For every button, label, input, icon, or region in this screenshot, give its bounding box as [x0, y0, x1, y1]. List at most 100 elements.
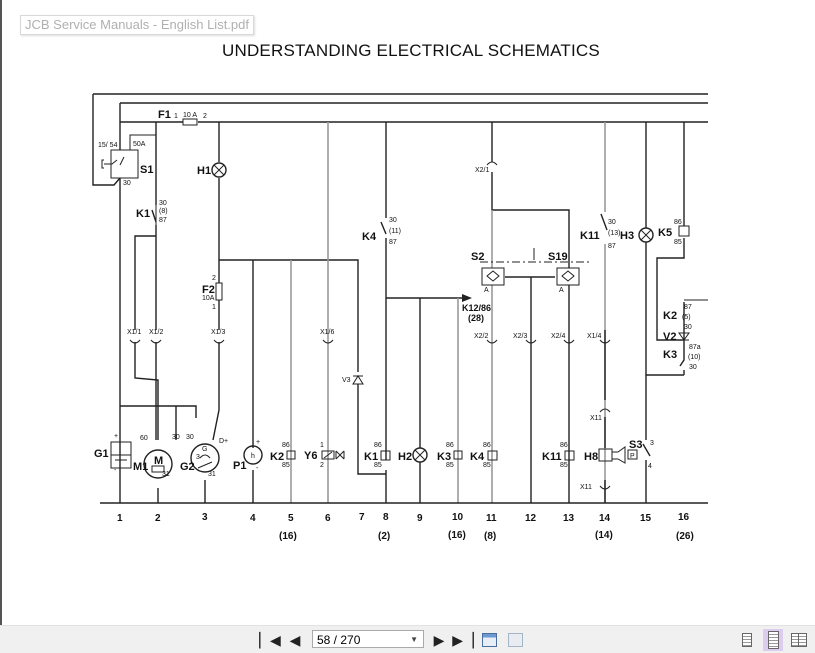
single-page-view-icon [742, 633, 752, 647]
first-page-icon: ▏◀ [259, 631, 281, 648]
column-numbers: 1 2 3 4 5 6 7 8 9 10 11 12 13 14 15 16 (… [117, 512, 694, 542]
column-reference: (8) [484, 531, 496, 542]
column-number: 1 [117, 513, 123, 524]
pin: 86 [674, 219, 682, 226]
label-k3: K3 [663, 349, 677, 361]
single-page-view-button[interactable] [739, 631, 755, 649]
next-page-icon: ▶ [433, 631, 445, 648]
pin: 4 [648, 463, 652, 470]
label-k5: K5 [658, 227, 672, 239]
pin: 2 [212, 275, 216, 282]
column-reference: (14) [595, 530, 613, 541]
pin: 60 [140, 435, 148, 442]
pin: 30 [159, 200, 167, 207]
pdf-toolbar: ▏◀ ◀ 58 / 270 ▼ ▶ ▶▕ [0, 625, 815, 653]
label-y6: Y6 [304, 450, 317, 462]
fuse-f1 [182, 118, 198, 126]
connector-label: X2/2 [474, 333, 489, 340]
pin: 3 [196, 454, 200, 461]
label-g1: G1 [94, 448, 109, 460]
column-number: 15 [640, 513, 652, 524]
column-number: 13 [563, 513, 575, 524]
two-page-view-icon [791, 633, 807, 647]
fit-width-icon [507, 633, 523, 647]
electrical-schematic: F1 S1 H1 K1 K4 S2 S19 K11 H3 K5 K2 V2 K3… [92, 93, 708, 542]
previous-page-icon: ◀ [289, 631, 301, 648]
label-k4: K4 [362, 231, 377, 243]
page-number-value: 58 / 270 [317, 633, 361, 647]
page-number-dropdown[interactable]: 58 / 270 ▼ [312, 630, 424, 648]
pin: + [256, 439, 260, 446]
pin: 30 [123, 180, 131, 187]
continuous-view-button[interactable] [763, 629, 783, 651]
page-title: UNDERSTANDING ELECTRICAL SCHEMATICS [222, 41, 600, 60]
connector-label: X1/4 [587, 333, 602, 340]
connector-label: X1/6 [320, 329, 335, 336]
column-number: 3 [202, 512, 208, 523]
label-p1: P1 [233, 460, 246, 472]
label-k4-coil: K4 [470, 451, 485, 463]
column-number: 4 [250, 513, 256, 524]
next-page-button[interactable]: ▶ [432, 631, 446, 649]
pin: 86 [374, 442, 382, 449]
label-k11-coil: K11 [542, 451, 562, 463]
connector-label: X1/3 [211, 329, 226, 336]
last-page-button[interactable]: ▶▕ [452, 631, 474, 649]
pin: 2 [203, 113, 207, 120]
pin: A [484, 287, 489, 294]
pin: 86 [282, 442, 290, 449]
ignition-switch-s1 [110, 149, 139, 179]
last-page-icon: ▶▕ [452, 631, 474, 648]
connector-label: X2/3 [513, 333, 528, 340]
connector-label: X11 [590, 415, 602, 422]
pin: 10 A [183, 112, 197, 119]
two-page-view-button[interactable] [789, 631, 809, 649]
pin: (11) [389, 228, 401, 235]
pin: 30 [389, 217, 397, 224]
fuse-f2 [215, 282, 223, 301]
pin: (10) [688, 354, 700, 361]
column-number: 10 [452, 512, 464, 523]
pin: 1 [174, 113, 178, 120]
connector-label: X11 [580, 484, 592, 491]
label-m1: M1 [133, 461, 148, 473]
first-page-button[interactable]: ▏◀ [259, 631, 281, 649]
wiring [92, 93, 708, 504]
fit-width-button[interactable] [506, 631, 524, 649]
label-h2: H2 [398, 451, 412, 463]
label-h1: H1 [197, 165, 211, 177]
connector-label: X2/4 [551, 333, 566, 340]
k12-page-ref: (28) [468, 313, 484, 323]
pin: M [154, 455, 163, 467]
column-number: 16 [678, 512, 690, 523]
pin: 2 [320, 462, 324, 469]
continuous-view-icon [767, 631, 779, 649]
fit-page-icon [481, 633, 497, 647]
column-number: 7 [359, 512, 365, 523]
label-f2: F2 [202, 284, 215, 296]
pin: D+ [219, 438, 228, 445]
pin: + [114, 433, 118, 440]
column-number: 5 [288, 513, 294, 524]
label-k1-coil: K1 [364, 451, 378, 463]
pin: G [202, 446, 207, 453]
column-number: 14 [599, 513, 611, 524]
pin: 85 [560, 462, 568, 469]
pin: 1 [212, 304, 216, 311]
column-number: 2 [155, 513, 161, 524]
pin: 30 [186, 434, 194, 441]
pin: 50A [133, 141, 146, 148]
label-k1: K1 [136, 208, 150, 220]
pin: 87 [684, 304, 692, 311]
label-h8: H8 [584, 451, 598, 463]
fit-page-button[interactable] [480, 631, 498, 649]
column-reference: (16) [448, 530, 466, 541]
pin: 85 [282, 462, 290, 469]
label-k3-coil: K3 [437, 451, 451, 463]
label-s19: S19 [548, 251, 568, 263]
component-labels: F1 S1 H1 K1 K4 S2 S19 K11 H3 K5 K2 V2 K3… [94, 109, 677, 473]
column-number: 8 [383, 512, 389, 523]
chevron-down-icon: ▼ [410, 635, 418, 644]
column-number: 9 [417, 513, 423, 524]
previous-page-button[interactable]: ◀ [288, 631, 302, 649]
